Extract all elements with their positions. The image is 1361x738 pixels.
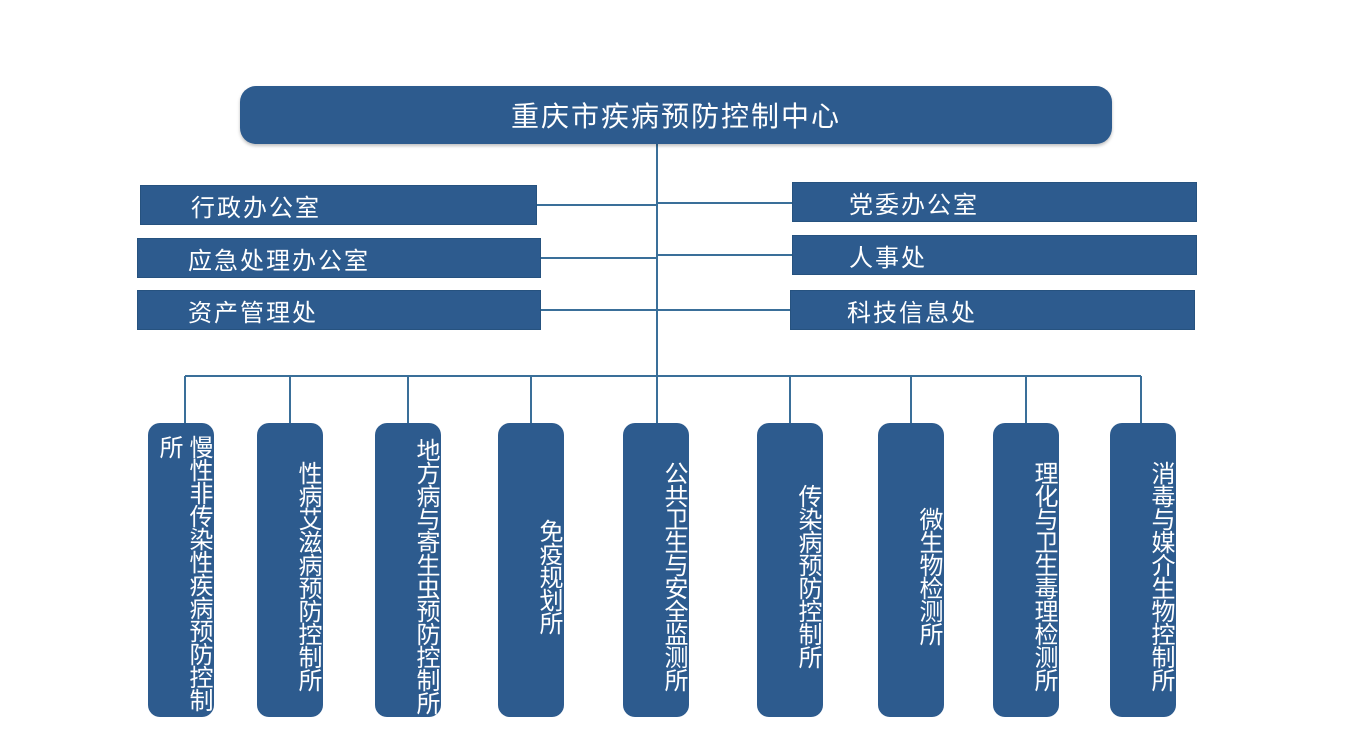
office-personnel: 人事处	[792, 235, 1197, 275]
office-science-info: 科技信息处	[790, 290, 1195, 330]
institute-label: 慢性非传染性疾病预防控制所	[155, 435, 213, 711]
root-label: 重庆市疾病预防控制中心	[510, 100, 841, 133]
office-party-committee: 党委办公室	[792, 182, 1197, 222]
office-label: 行政办公室	[191, 193, 321, 222]
office-label: 党委办公室	[849, 190, 979, 219]
institute-infectious-disease: 传染病预防控制所	[757, 423, 823, 717]
office-emergency: 应急处理办公室	[137, 238, 541, 278]
institute-label: 地方病与寄生虫预防控制所	[412, 438, 440, 714]
office-administration: 行政办公室	[140, 185, 537, 225]
institute-label: 公共卫生与安全监测所	[660, 461, 688, 691]
office-label: 资产管理处	[188, 298, 318, 327]
institute-immunization: 免疫规划所	[498, 423, 564, 717]
office-assets: 资产管理处	[137, 290, 541, 330]
office-label: 科技信息处	[847, 298, 977, 327]
institute-label: 消毒与媒介生物控制所	[1147, 461, 1175, 691]
institute-label: 微生物检测所	[915, 507, 943, 645]
institute-label: 理化与卫生毒理检测所	[1030, 461, 1058, 691]
institute-std-aids: 性病艾滋病预防控制所	[257, 423, 323, 717]
root-node: 重庆市疾病预防控制中心	[240, 86, 1112, 144]
institute-public-health-safety: 公共卫生与安全监测所	[623, 423, 689, 717]
institute-label: 免疫规划所	[535, 518, 563, 634]
institute-microbiology: 微生物检测所	[878, 423, 944, 717]
institute-disinfection-vector: 消毒与媒介生物控制所	[1110, 423, 1176, 717]
institute-endemic-parasitic: 地方病与寄生虫预防控制所	[375, 423, 441, 717]
institute-chronic-disease: 慢性非传染性疾病预防控制所	[148, 423, 214, 717]
office-label: 人事处	[849, 243, 927, 272]
institute-physicochemical-toxicology: 理化与卫生毒理检测所	[993, 423, 1059, 717]
office-label: 应急处理办公室	[188, 246, 370, 275]
institute-label: 传染病预防控制所	[794, 484, 822, 668]
institute-label: 性病艾滋病预防控制所	[294, 461, 322, 691]
